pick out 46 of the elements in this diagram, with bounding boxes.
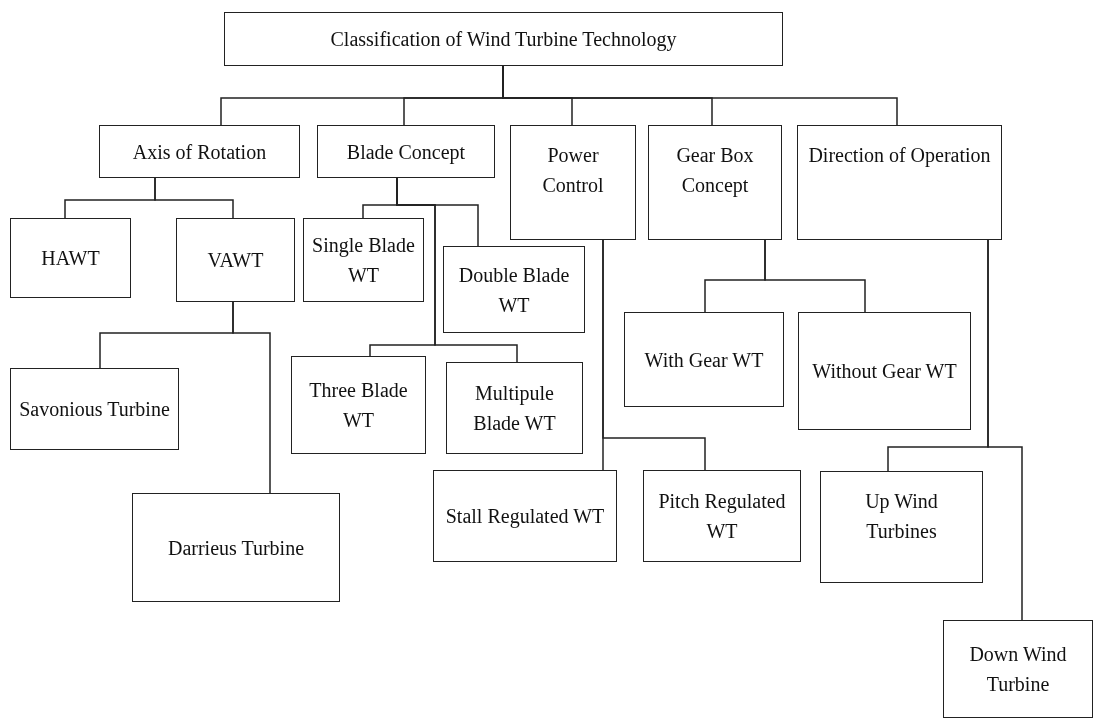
- category-box: [510, 125, 636, 240]
- category-box: [99, 125, 300, 178]
- category-box: [10, 368, 179, 450]
- node-label: Gear Box Concept: [675, 143, 755, 199]
- category-box: [132, 493, 340, 602]
- node-label: Axis of Rotation: [132, 139, 267, 165]
- node-label: Savonious Turbine: [19, 397, 170, 422]
- category-box: [648, 125, 782, 240]
- node-label: Three Blade WT: [308, 378, 409, 433]
- root-box: [224, 12, 783, 66]
- node-label: Blade Concept: [346, 139, 466, 166]
- connector-line: [602, 239, 706, 471]
- category-box: [317, 125, 495, 178]
- node-label: VAWT: [207, 248, 264, 273]
- node-label: Pitch Regulated WT: [657, 489, 787, 544]
- connector-line: [987, 239, 1023, 621]
- node-label: With Gear WT: [644, 347, 764, 373]
- category-box: [303, 218, 424, 302]
- category-box: [624, 312, 784, 407]
- category-box: [443, 246, 585, 333]
- category-box: [820, 471, 983, 583]
- node-label: Double Blade WT: [457, 262, 571, 318]
- connector-line: [396, 177, 518, 363]
- category-box: [643, 470, 801, 562]
- connector-line: [232, 301, 271, 494]
- category-box: [291, 356, 426, 454]
- node-label: Classification of Wind Turbine Technology: [330, 27, 677, 53]
- category-box: [10, 218, 131, 298]
- connector-line: [764, 239, 866, 313]
- connector-line: [154, 177, 234, 219]
- node-label: Up Wind Turbines: [864, 489, 939, 544]
- category-box: [446, 362, 583, 454]
- node-label: Down Wind Turbine: [968, 642, 1068, 697]
- node-label: Without Gear WT: [812, 359, 957, 384]
- node-label: Darrieus Turbine: [167, 535, 305, 561]
- category-box: [943, 620, 1093, 718]
- node-label: Stall Regulated WT: [445, 504, 605, 530]
- node-label: Multipule Blade WT: [472, 381, 557, 436]
- node-label: Direction of Operation: [808, 143, 991, 169]
- node-label: HAWT: [41, 246, 100, 271]
- category-box: [798, 312, 971, 430]
- node-label: Power Control: [541, 143, 605, 198]
- node-label: Single Blade WT: [312, 233, 415, 288]
- category-box: [176, 218, 295, 302]
- category-box: [797, 125, 1002, 240]
- category-box: [433, 470, 617, 562]
